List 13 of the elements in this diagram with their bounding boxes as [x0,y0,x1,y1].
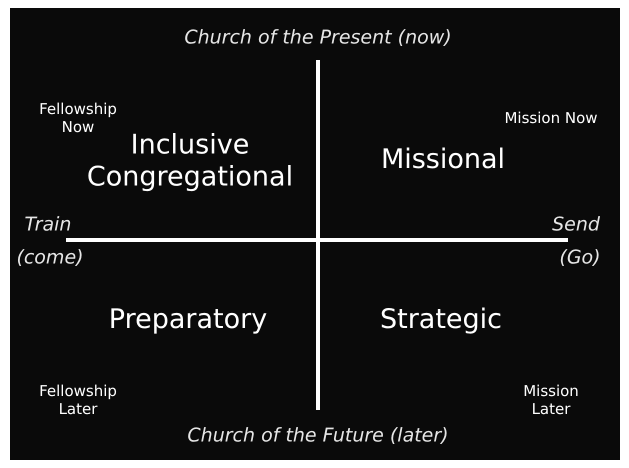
quadrant-title: Missional [380,144,506,176]
axis-label: Send [552,214,600,236]
axis-label: (Go) [559,246,601,270]
quadrant-note: Fellowship Later [38,382,118,418]
axis-label: Church of the Present (now) [184,26,452,50]
axis-label: Church of the Future (later) [187,424,449,448]
axis-label: Train [24,214,72,236]
quadrant-title: Preparatory [108,304,268,336]
axis-label: (come) [16,246,84,270]
quadrant-title: Strategic [380,304,502,336]
quadrant-note: Fellowship Now [38,100,118,136]
quadrant-note: Mission Later [522,382,580,418]
quadrant-note: Mission Now [504,109,598,127]
